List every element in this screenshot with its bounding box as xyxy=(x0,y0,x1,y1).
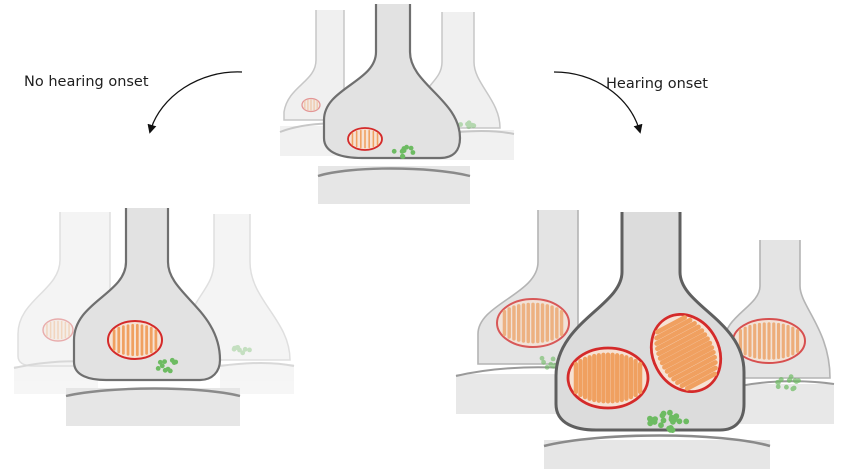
right-back-left-mitochondrion xyxy=(497,299,569,347)
right-main-mitochondrion-left xyxy=(568,348,648,408)
synaptic-vesicle xyxy=(667,410,673,416)
curved-arrow-left xyxy=(150,72,242,132)
top-synapse-group xyxy=(280,4,514,204)
left-synapse-group xyxy=(14,208,294,426)
right-postsynaptic-block xyxy=(544,440,770,469)
synaptic-vesicle xyxy=(404,145,409,150)
synaptic-vesicle xyxy=(158,360,163,365)
synaptic-vesicle xyxy=(779,377,784,382)
synaptic-vesicle xyxy=(670,419,676,425)
synaptic-vesicle xyxy=(173,360,178,365)
synaptic-vesicle xyxy=(647,416,653,422)
hearing-onset-label: Hearing onset xyxy=(606,76,708,92)
synaptic-vesicle xyxy=(409,146,414,151)
synaptic-vesicle xyxy=(411,150,416,155)
synaptic-vesicle xyxy=(666,426,672,432)
synaptic-vesicle xyxy=(548,362,553,367)
synaptic-vesicle xyxy=(540,356,545,361)
synaptic-vesicle xyxy=(162,359,167,364)
synaptic-vesicle xyxy=(551,357,556,362)
top-back-left-mitochondrion xyxy=(302,99,320,112)
synaptic-vesicle xyxy=(776,384,781,389)
synaptic-vesicle xyxy=(240,350,245,355)
synaptic-vesicle xyxy=(247,348,252,353)
synaptic-vesicle xyxy=(790,387,795,392)
synaptic-vesicle xyxy=(652,416,658,422)
synaptic-vesicle xyxy=(392,149,397,154)
synaptic-vesicle xyxy=(784,385,789,390)
synaptic-vesicle xyxy=(677,418,683,424)
synaptic-vesicle xyxy=(796,378,801,383)
synaptic-vesicle xyxy=(683,419,689,425)
synaptic-vesicle xyxy=(467,120,472,125)
synaptic-vesicle xyxy=(545,365,550,370)
synaptic-vesicle xyxy=(163,368,168,373)
synaptic-vesicle xyxy=(660,413,666,419)
right-back-right-mitochondrion xyxy=(733,319,805,363)
synaptic-vesicle xyxy=(400,148,405,153)
left-main-mitochondrion xyxy=(108,321,162,359)
synaptic-vesicle xyxy=(156,366,161,371)
right-synapse-group xyxy=(456,210,834,469)
synaptic-vesicle xyxy=(788,377,793,382)
synaptic-vesicle xyxy=(235,345,240,350)
no-hearing-onset-label: No hearing onset xyxy=(24,74,149,90)
synaptic-vesicle xyxy=(661,418,667,424)
left-postsynaptic-block xyxy=(66,388,240,426)
top-main-mitochondrion xyxy=(348,128,382,150)
synaptic-vesicle xyxy=(400,154,405,159)
left-back-left-mitochondrion xyxy=(43,319,73,341)
